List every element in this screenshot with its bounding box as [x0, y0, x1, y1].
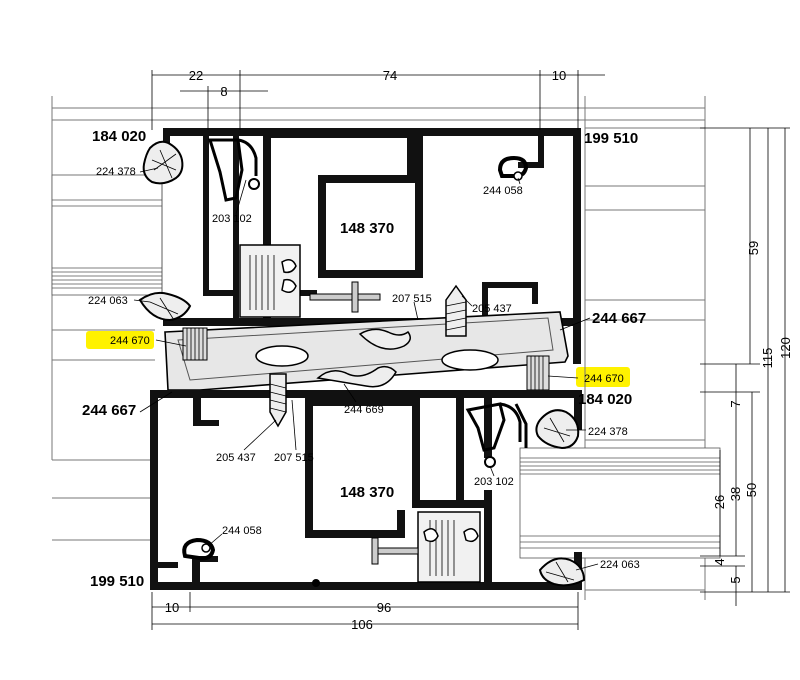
dim-right-5: 5 — [728, 576, 743, 583]
label-lower-bottom-gasket: 224 063 — [600, 559, 640, 571]
lower-profile — [150, 390, 582, 590]
label-upper-left-profile: 184 020 — [92, 128, 146, 145]
dim-right-4: 4 — [712, 558, 727, 565]
label-lower-screw: 205 437 — [216, 452, 256, 464]
label-upper-bead: 203 102 — [212, 213, 252, 225]
label-lower-gasket: 224 378 — [588, 426, 628, 438]
dim-right-50: 50 — [744, 483, 759, 497]
label-right-brush: 244 670 — [584, 373, 624, 385]
upper-glass-unit — [51, 174, 163, 296]
upper-gasket-224378 — [142, 140, 184, 185]
highlight-left-brush-label — [86, 331, 154, 349]
label-lower-bead: 203 102 — [474, 476, 514, 488]
label-lower-left-profile: 199 510 — [90, 573, 144, 590]
dim-bottom-10: 10 — [165, 600, 179, 615]
right-dimension-lines — [700, 127, 790, 606]
label-lower-screw-cap: 207 515 — [274, 452, 314, 464]
label-upper-pin: 244 058 — [483, 185, 523, 197]
leader-lines — [133, 167, 599, 571]
label-left-adapter: 244 667 — [82, 402, 136, 419]
label-lower-core: 148 370 — [340, 484, 394, 501]
label-lower-pin: 244 058 — [222, 525, 262, 537]
dim-top-74: 74 — [383, 68, 397, 83]
dim-bottom-96: 96 — [377, 600, 391, 615]
dim-top-8: 8 — [220, 84, 227, 99]
dim-right-59: 59 — [746, 241, 761, 255]
label-upper-core: 148 370 — [340, 220, 394, 237]
adapter-zone — [164, 311, 569, 391]
label-screw-cap: 207 515 — [392, 293, 432, 305]
lower-screw — [269, 373, 287, 428]
dim-bottom-106: 106 — [351, 617, 373, 632]
label-right-adapter: 244 667 — [592, 310, 646, 327]
upper-gasket-224063 — [138, 291, 192, 322]
dim-top-22: 22 — [189, 68, 203, 83]
dim-right-7: 7 — [728, 400, 743, 407]
dim-right-115: 115 — [760, 348, 775, 369]
left-frame-lines — [51, 96, 155, 541]
dim-top-10: 10 — [552, 68, 566, 83]
label-upper-bottom-gasket: 224 063 — [88, 295, 128, 307]
upper-screw — [445, 284, 467, 337]
dim-right-26: 26 — [712, 495, 727, 509]
lower-gasket-224063 — [538, 557, 586, 587]
lower-glass-unit — [519, 447, 721, 559]
label-left-brush: 244 670 — [110, 335, 150, 347]
label-upper-gasket: 224 378 — [96, 166, 136, 178]
lower-gasket-224378 — [535, 409, 580, 450]
dim-right-120: 120 — [778, 337, 793, 359]
bottom-dimension-lines — [151, 592, 579, 630]
dim-right-38: 38 — [728, 487, 743, 501]
label-upper-right-profile: 199 510 — [584, 130, 638, 147]
highlight-right-brush-label — [576, 367, 630, 387]
label-screw: 205 437 — [472, 303, 512, 315]
label-middle-insert: 244 669 — [344, 404, 384, 416]
top-frame-lines — [52, 96, 706, 600]
label-lower-right-profile: 184 020 — [578, 391, 632, 408]
top-dimension-lines — [151, 70, 605, 130]
